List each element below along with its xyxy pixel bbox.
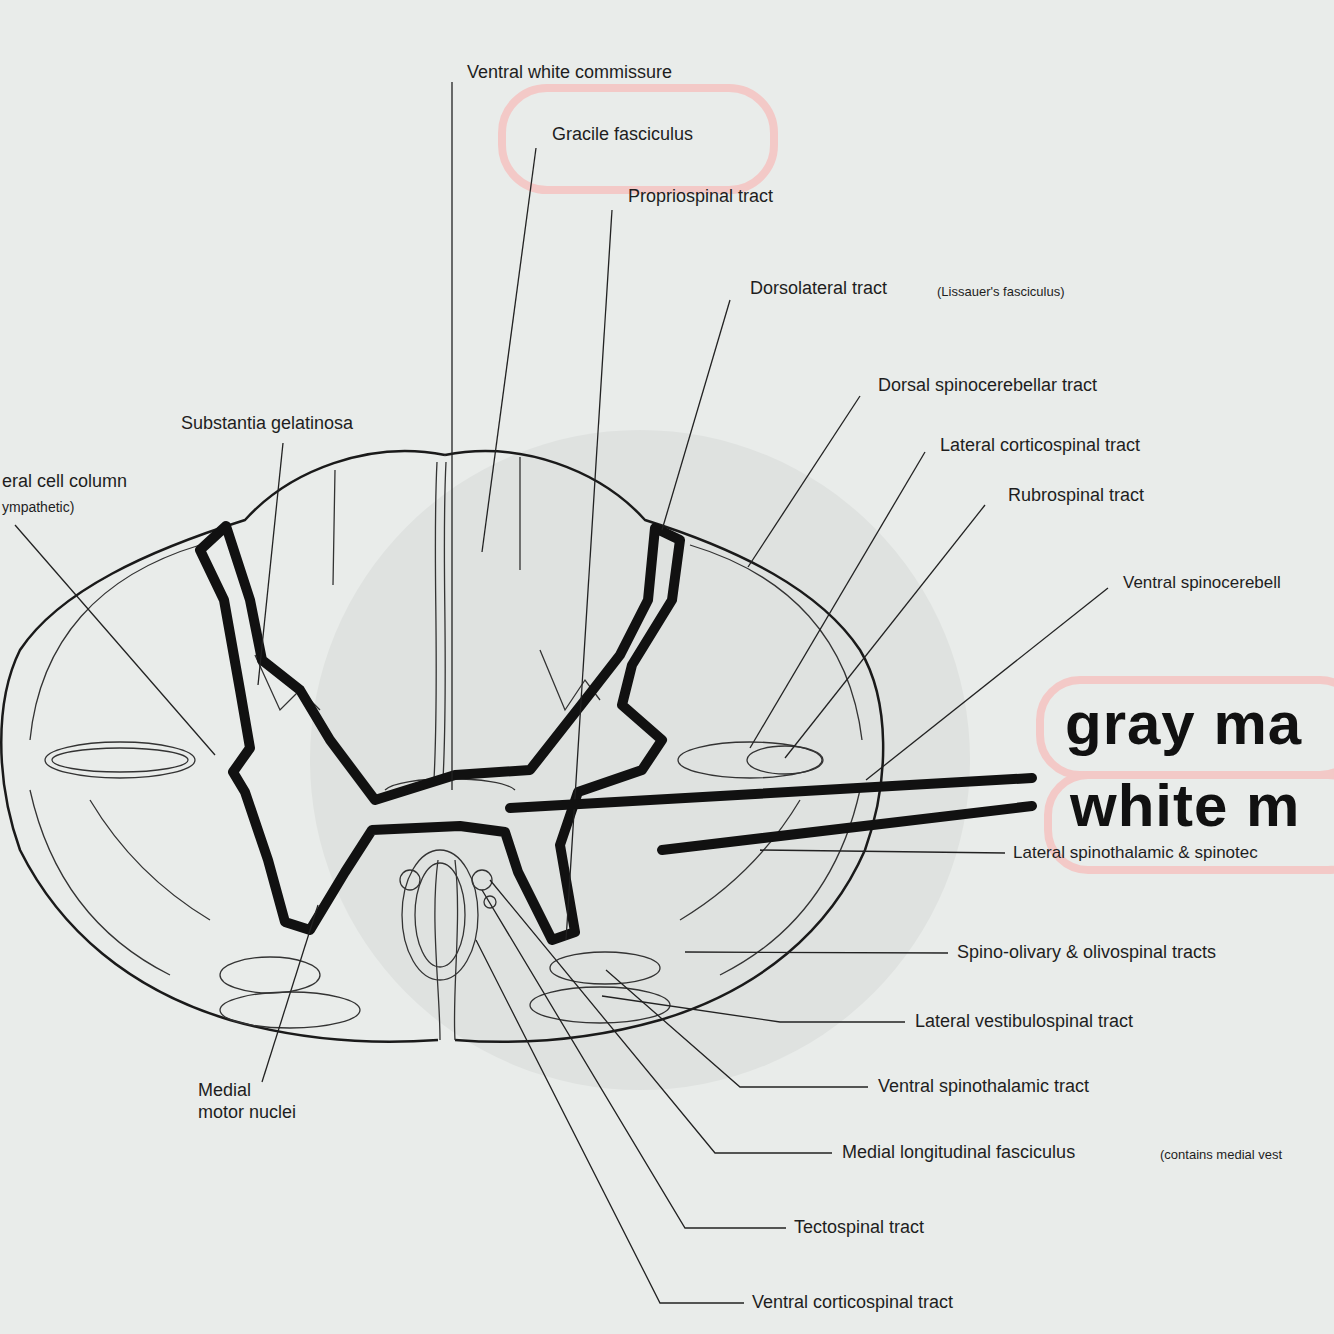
leader-lines (15, 82, 1108, 1303)
tract-boundary (30, 545, 200, 740)
handwritten-label: gray ma (1065, 688, 1302, 760)
tract-boundary (720, 790, 860, 975)
tract-label: Ventral white commissure (467, 62, 672, 84)
leader-line (748, 396, 860, 567)
leader-line (566, 210, 612, 940)
tract-label: eral cell column (2, 471, 127, 493)
tract-label: Propriospinal tract (628, 186, 773, 208)
leader-line (476, 940, 744, 1303)
highlight-outline (1040, 680, 1334, 775)
tract-label: Spino-olivary & olivospinal tracts (957, 942, 1216, 964)
tract-boundary (90, 800, 210, 920)
tract-ellipse (220, 957, 320, 993)
leader-line (451, 82, 452, 790)
tract-ellipse (747, 746, 823, 774)
tract-ellipse (52, 748, 188, 772)
tract-label: Substantia gelatinosa (181, 413, 353, 435)
leader-line (750, 452, 925, 748)
ventral-median-fissure (435, 860, 458, 1040)
dorsal-median-septum (434, 462, 446, 780)
highlight-outline (502, 88, 774, 190)
tract-boundary (680, 800, 800, 920)
tract-circle (484, 896, 496, 908)
leader-line (482, 890, 786, 1228)
substantia-outline (540, 650, 600, 710)
tract-label: Lateral spinothalamic & spinotec (1013, 843, 1258, 863)
tract-ellipse (402, 850, 478, 980)
leader-line (760, 850, 1005, 853)
tract-boundary (30, 790, 170, 975)
tract-label: Medial longitudinal fasciculus (842, 1142, 1075, 1164)
tract-label: Dorsal spinocerebellar tract (878, 375, 1097, 397)
tract-boundary (690, 545, 862, 740)
tract-note: ympathetic) (2, 499, 74, 516)
tract-label: Gracile fasciculus (552, 124, 693, 146)
tract-circle (400, 870, 420, 890)
tract-label: Dorsolateral tract (750, 278, 887, 300)
marker-pointer (510, 778, 1032, 808)
leader-line (602, 996, 905, 1022)
tract-label: Tectospinal tract (794, 1217, 924, 1239)
tract-ellipse (45, 742, 195, 778)
leader-line (685, 952, 948, 953)
tract-ellipse (550, 952, 660, 984)
tract-label: Ventral spinothalamic tract (878, 1076, 1089, 1098)
leader-line (262, 905, 318, 1082)
cord-outline (1, 451, 445, 1042)
tract-label: Ventral corticospinal tract (752, 1292, 953, 1314)
handwritten-label: white m (1070, 770, 1300, 842)
tract-label: Ventral spinocerebell (1123, 573, 1281, 593)
tract-label: Lateral vestibulospinal tract (915, 1011, 1133, 1033)
leader-line (662, 300, 730, 530)
tract-label: Rubrospinal tract (1008, 485, 1144, 507)
leader-line (258, 443, 283, 685)
tract-circle (472, 870, 492, 890)
leader-line (15, 525, 215, 755)
tract-ellipse (220, 992, 360, 1028)
tract-label: Lateral corticospinal tract (940, 435, 1140, 457)
marker-pointer (662, 806, 1032, 850)
gray-matter-outline (200, 526, 680, 940)
leader-line (785, 505, 985, 758)
leader-line (490, 880, 832, 1153)
page-shadow (310, 430, 970, 1090)
leader-line (482, 148, 536, 552)
tract-ellipse (415, 863, 465, 967)
cord-outline (445, 451, 883, 1042)
tract-note: (Lissauer's fasciculus) (937, 284, 1064, 300)
tract-note: (contains medial vest (1160, 1147, 1282, 1163)
tract-label: Medial motor nuclei (198, 1080, 299, 1123)
